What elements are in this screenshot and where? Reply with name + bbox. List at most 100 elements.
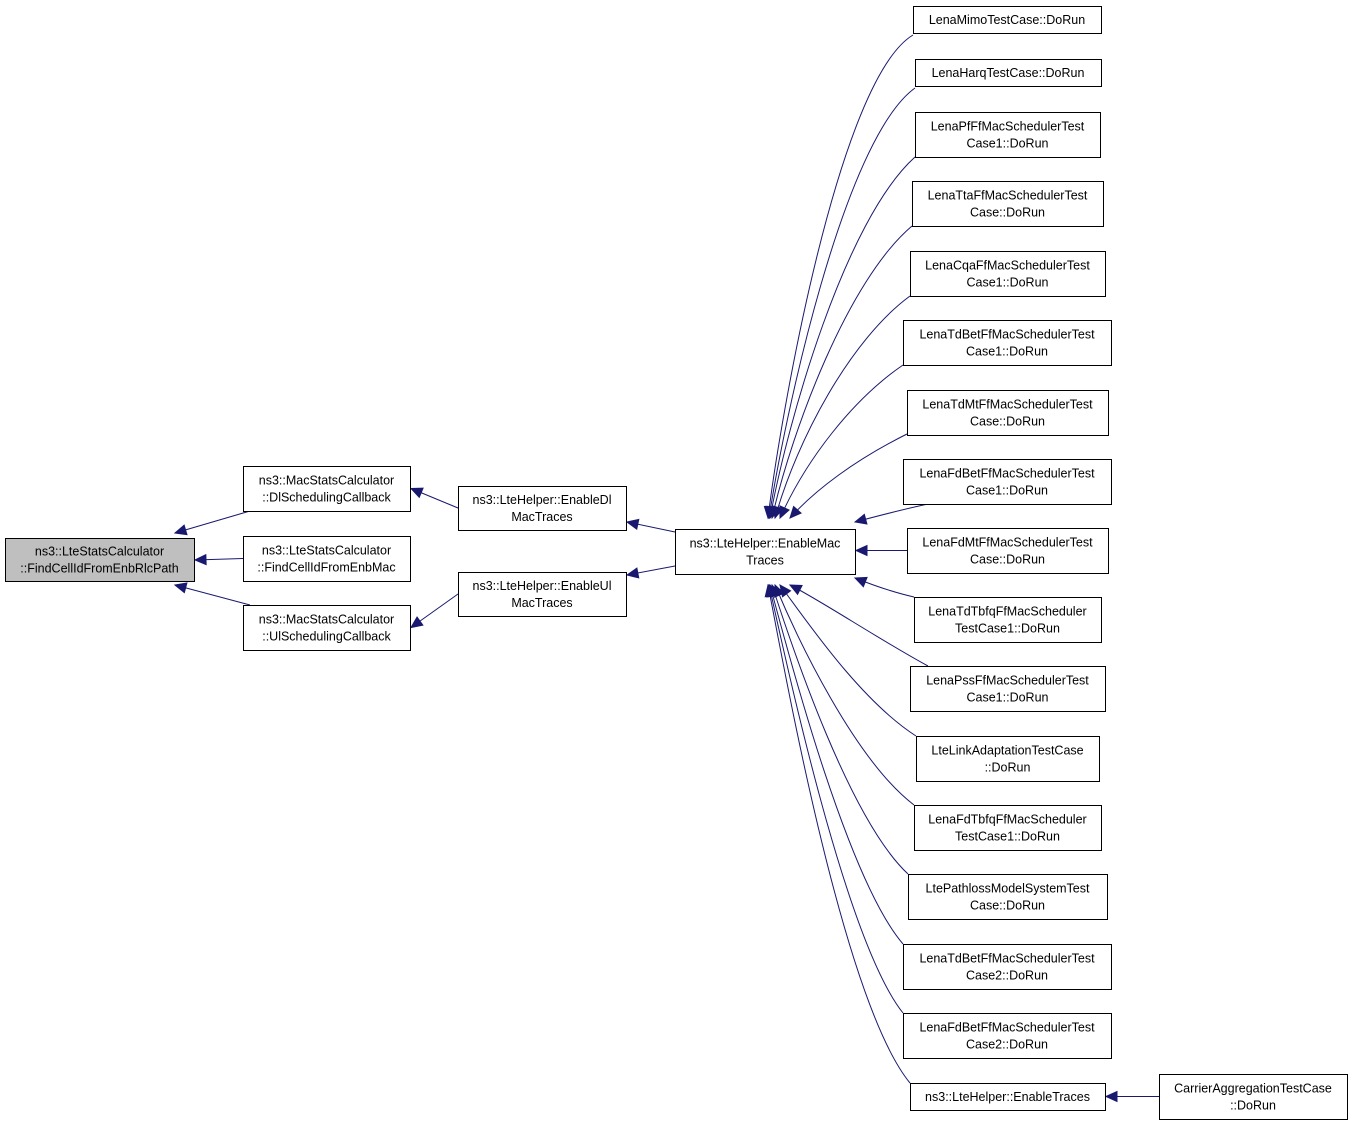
edge-ulsched-to-root <box>173 582 251 606</box>
node-label: TestCase1::DoRun <box>955 622 1060 636</box>
node-label: LenaFdMtFfMacSchedulerTest <box>922 536 1093 550</box>
node-label: ns3::LteStatsCalculator <box>35 545 164 559</box>
node-box <box>913 6 1102 34</box>
node-box <box>907 390 1109 436</box>
node-box <box>458 572 627 617</box>
node-label: LenaHarqTestCase::DoRun <box>932 66 1085 80</box>
node-findenbmac[interactable]: ns3::LteStatsCalculator::FindCellIdFromE… <box>243 536 411 582</box>
edge-fdtbfq-to-enablemac <box>774 583 915 806</box>
node-label: LenaPfFfMacSchedulerTest <box>931 120 1085 134</box>
edge-harq-to-enablemac <box>765 87 916 520</box>
node-box <box>903 1013 1112 1059</box>
node-label: Case1::DoRun <box>966 484 1048 498</box>
edge-enablemac-to-enableul <box>625 565 676 579</box>
node-box <box>912 181 1104 227</box>
node-box <box>243 536 411 582</box>
node-label: LenaFdBetFfMacSchedulerTest <box>919 467 1095 481</box>
node-box <box>914 805 1102 851</box>
node-label: LenaFdBetFfMacSchedulerTest <box>919 1021 1095 1035</box>
edge-enableul-to-ulsched <box>410 593 459 629</box>
node-label: ns3::MacStatsCalculator <box>259 474 394 488</box>
node-carrieragg[interactable]: CarrierAggregationTestCase::DoRun <box>1159 1074 1348 1120</box>
node-box <box>243 466 411 512</box>
edge-tdtbfq-to-enablemac <box>853 576 915 598</box>
edge-tdbet1-to-enablemac <box>779 364 904 520</box>
node-label: LtePathlossModelSystemTest <box>926 882 1090 896</box>
node-label: TestCase1::DoRun <box>955 830 1060 844</box>
node-label: ns3::LteHelper::EnableDl <box>473 493 612 507</box>
node-box <box>915 59 1102 87</box>
node-box <box>914 597 1102 643</box>
node-harq[interactable]: LenaHarqTestCase::DoRun <box>915 59 1102 87</box>
edge-cqaff-to-enablemac <box>772 295 911 520</box>
node-box <box>458 486 627 531</box>
edge-tdmt-to-enablemac <box>789 433 908 519</box>
node-label: LenaMimoTestCase::DoRun <box>929 13 1085 27</box>
edge-findenbmac-to-root <box>193 553 244 566</box>
node-ulsched[interactable]: ns3::MacStatsCalculator::UlSchedulingCal… <box>243 605 411 651</box>
call-graph-nodes: ns3::LteStatsCalculator::FindCellIdFromE… <box>5 6 1348 1120</box>
node-label: LenaTdTbfqFfMacScheduler <box>928 605 1086 619</box>
node-box <box>903 320 1112 366</box>
edge-enabletraces-to-enablemac <box>764 583 911 1084</box>
node-label: LenaTtaFfMacSchedulerTest <box>928 189 1088 203</box>
node-label: ns3::LteStatsCalculator <box>262 544 391 558</box>
node-label: LenaTdMtFfMacSchedulerTest <box>922 398 1093 412</box>
node-label: MacTraces <box>511 510 572 524</box>
node-box <box>910 666 1106 712</box>
edge-ttaff-to-enablemac <box>768 225 913 520</box>
node-box <box>903 944 1112 990</box>
node-label: LenaTdBetFfMacSchedulerTest <box>919 328 1095 342</box>
node-label: ns3::LteHelper::EnableTraces <box>925 1090 1090 1104</box>
node-label: Case1::DoRun <box>967 137 1049 151</box>
node-enabletraces[interactable]: ns3::LteHelper::EnableTraces <box>910 1083 1106 1111</box>
edge-linkadapt-to-enablemac <box>779 584 917 737</box>
node-root[interactable]: ns3::LteStatsCalculator::FindCellIdFromE… <box>5 538 195 582</box>
node-label: Case::DoRun <box>970 553 1045 567</box>
node-label: Case2::DoRun <box>966 1038 1048 1052</box>
node-label: LenaFdTbfqFfMacScheduler <box>928 813 1086 827</box>
node-box <box>675 529 856 575</box>
node-box <box>915 112 1101 158</box>
node-label: Case1::DoRun <box>966 345 1048 359</box>
node-label: ns3::LteHelper::EnableUl <box>473 579 612 593</box>
node-label: ns3::MacStatsCalculator <box>259 613 394 627</box>
node-box <box>910 1083 1106 1111</box>
node-label: LteLinkAdaptationTestCase <box>931 744 1083 758</box>
node-label: ::FindCellIdFromEnbRlcPath <box>20 562 178 576</box>
node-label: LenaTdBetFfMacSchedulerTest <box>919 952 1095 966</box>
call-graph-edges <box>173 34 1159 1103</box>
node-label: Case::DoRun <box>970 206 1045 220</box>
node-label: ::FindCellIdFromEnbMac <box>257 561 395 575</box>
node-dlsched[interactable]: ns3::MacStatsCalculator::DlSchedulingCal… <box>243 466 411 512</box>
node-label: CarrierAggregationTestCase <box>1174 1082 1332 1096</box>
node-label: ns3::LteHelper::EnableMac <box>690 537 841 551</box>
edge-fdmt-to-enablemac <box>854 544 907 557</box>
node-box <box>916 736 1100 782</box>
node-mimo[interactable]: LenaMimoTestCase::DoRun <box>913 6 1102 34</box>
edge-pathloss-to-enablemac <box>770 583 909 875</box>
node-label: MacTraces <box>511 596 572 610</box>
node-linkadapt[interactable]: LteLinkAdaptationTestCase::DoRun <box>916 736 1100 782</box>
node-box <box>5 538 195 582</box>
node-label: Case::DoRun <box>970 415 1045 429</box>
node-box <box>907 528 1109 574</box>
node-label: LenaPssFfMacSchedulerTest <box>926 674 1089 688</box>
edge-enablemac-to-enabledl <box>625 518 676 533</box>
